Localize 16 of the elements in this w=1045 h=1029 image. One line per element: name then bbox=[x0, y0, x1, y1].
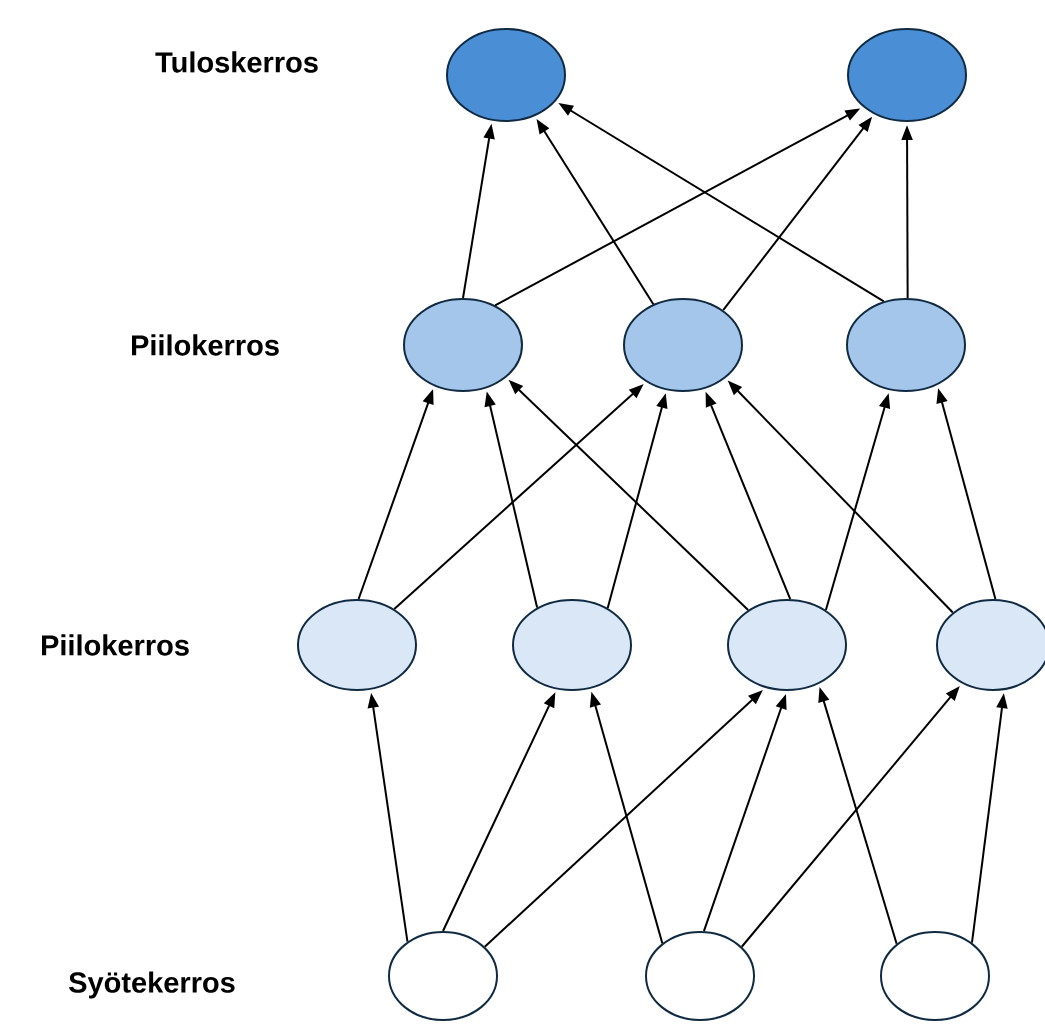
layer-label: Piilokerros bbox=[132, 334, 279, 356]
neuron-circle bbox=[727, 599, 847, 691]
neuron-circle bbox=[847, 28, 967, 122]
neuron-circle bbox=[512, 599, 632, 691]
neuron-circle bbox=[880, 931, 990, 1021]
neuron-circle bbox=[936, 599, 1045, 691]
neuron-circle bbox=[623, 298, 743, 392]
neuron-circle bbox=[388, 931, 498, 1021]
neuron-circle bbox=[446, 28, 566, 122]
neuron-circle bbox=[645, 931, 755, 1021]
layer-label: Tuloskerros bbox=[155, 51, 318, 73]
neuron-circle bbox=[403, 298, 523, 392]
layer-label: Syötekerros bbox=[69, 971, 235, 999]
layer-label: Piilokerros bbox=[42, 634, 189, 656]
neuron-circle bbox=[297, 599, 417, 691]
neuron-circle bbox=[846, 298, 966, 392]
